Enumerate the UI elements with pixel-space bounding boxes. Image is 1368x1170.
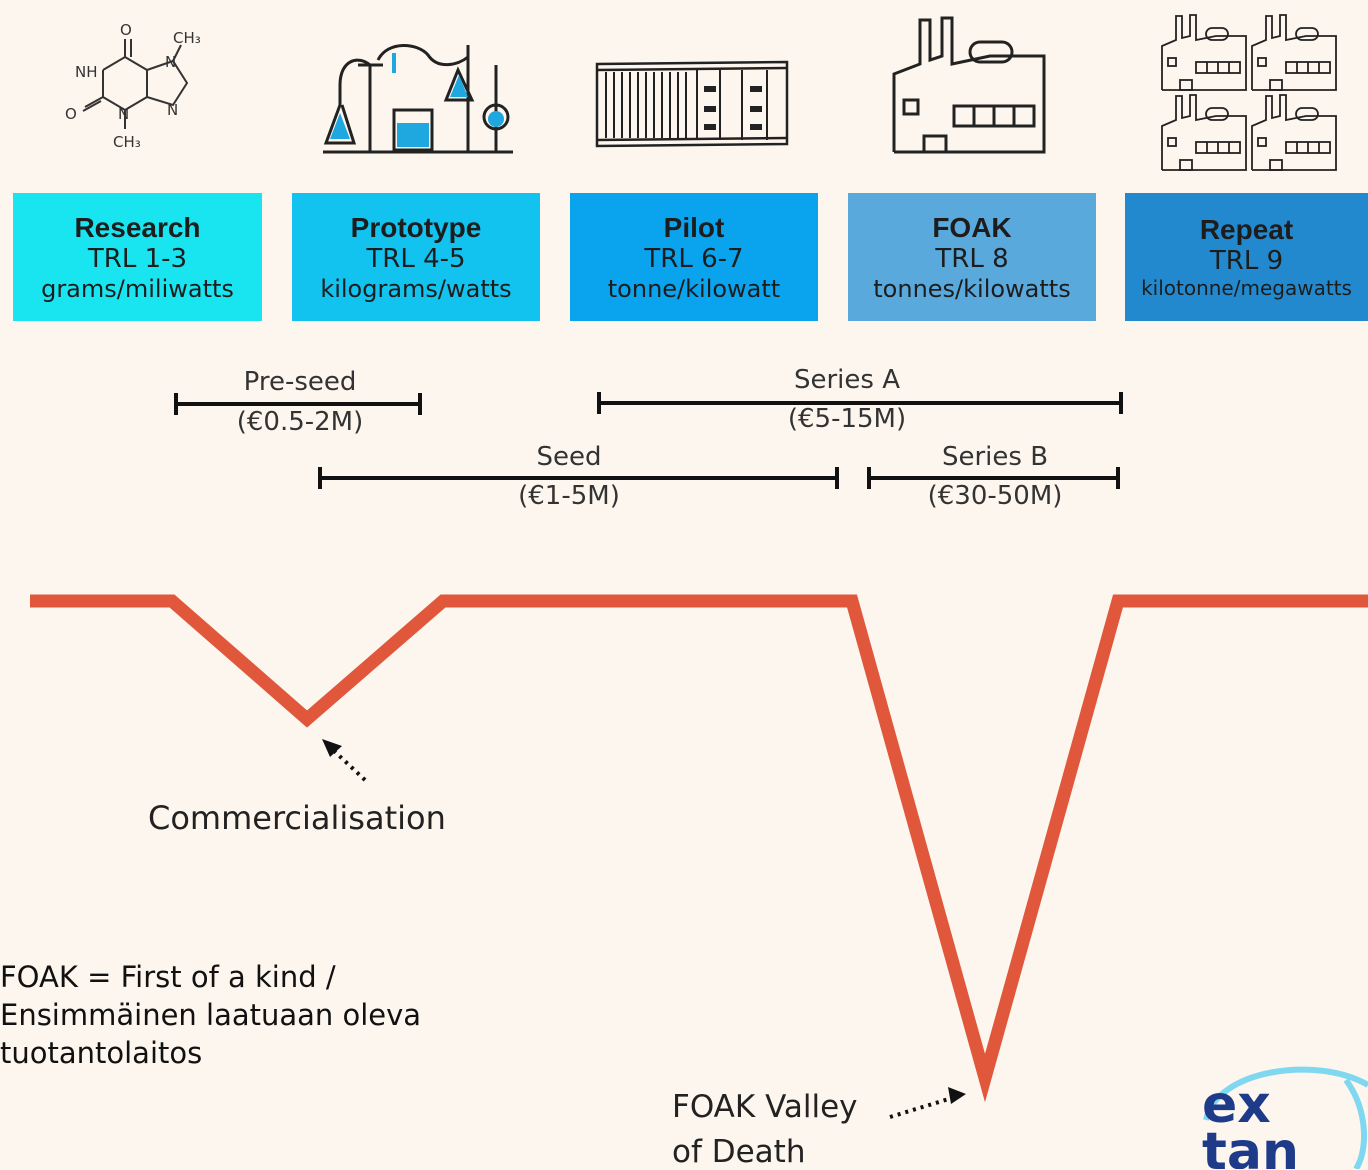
molecule-nh: NH — [75, 63, 98, 81]
stage-name: Prototype — [350, 211, 482, 243]
molecule-icon: O CH₃ NH N N O N CH₃ — [65, 21, 201, 151]
stage-trl: TRL 8 — [935, 244, 1009, 275]
molecule-o-top: O — [120, 21, 132, 39]
logo-text-tan: tan — [1202, 1122, 1299, 1169]
stage-prototype: Prototype TRL 4-5 kilograms/watts — [292, 193, 540, 321]
factory-icon — [892, 16, 1046, 154]
molecule-n-top: N — [165, 53, 176, 71]
stage-scale: tonnes/kilowatts — [873, 274, 1071, 303]
extan-logo: ex tan — [1202, 1066, 1368, 1169]
molecule-n-bottom: N — [118, 105, 129, 123]
foak-def-line2: Ensimmäinen laatuaan oleva — [0, 998, 422, 1032]
stage-repeat: Repeat TRL 9 kilotonne/megawatts — [1125, 193, 1368, 321]
valley-arrow — [889, 1087, 966, 1119]
funding-bars — [174, 392, 1123, 489]
series-a-name: Series A — [793, 365, 900, 395]
series-b-bar — [867, 467, 1120, 489]
stage-scale: kilograms/watts — [320, 274, 512, 303]
valley-label-line2: of Death — [672, 1134, 806, 1170]
stage-foak: FOAK TRL 8 tonnes/kilowatts — [848, 193, 1096, 321]
pre-seed-amount: (€0.5-2M) — [236, 407, 364, 437]
series-a-amount: (€5-15M) — [787, 404, 907, 434]
seed-name: Seed — [536, 442, 602, 472]
stage-name: Repeat — [1199, 214, 1294, 246]
stage-name: Pilot — [663, 211, 725, 243]
stage-scale: kilotonne/megawatts — [1141, 276, 1352, 301]
valley-curve-line — [30, 594, 1368, 1103]
stage-trl: TRL 1-3 — [87, 244, 188, 275]
stage-name: Research — [74, 211, 201, 243]
valley-label-line1: FOAK Valley — [672, 1089, 858, 1125]
commercialisation-label: Commercialisation — [148, 799, 446, 837]
logo-text-ex: ex — [1202, 1075, 1271, 1135]
stage-scale: grams/miliwatts — [41, 274, 234, 303]
series-a-bar — [597, 392, 1123, 414]
foak-definition: FOAK = First of a kind / Ensimmäinen laa… — [0, 958, 421, 1072]
pre-seed-bar — [174, 393, 422, 415]
stage-scale: tonne/kilowatt — [607, 274, 781, 303]
molecule-ch3-bottom: CH₃ — [113, 133, 141, 151]
pre-seed-name: Pre-seed — [243, 367, 357, 397]
stage-trl: TRL 9 — [1209, 246, 1284, 277]
molecule-o-left: O — [65, 105, 77, 123]
molecule-ch3-top: CH₃ — [173, 29, 201, 47]
commercialisation-arrow — [322, 739, 367, 782]
stage-trl: TRL 6-7 — [644, 244, 744, 275]
seed-amount: (€1-5M) — [518, 481, 620, 511]
container-icon — [595, 60, 789, 148]
series-b-name: Series B — [941, 442, 1049, 472]
stage-pilot: Pilot TRL 6-7 tonne/kilowatt — [570, 193, 818, 321]
molecule-n-right: N — [167, 101, 178, 119]
lab-glassware-icon — [323, 44, 513, 154]
foak-def-line3: tuotantolaitos — [0, 1036, 203, 1070]
stage-research: Research TRL 1-3 grams/miliwatts — [13, 193, 262, 321]
stage-trl: TRL 4-5 — [366, 244, 466, 275]
foak-def-line1: FOAK = First of a kind / — [0, 960, 336, 994]
series-b-amount: (€30-50M) — [927, 481, 1063, 511]
seed-bar — [318, 467, 839, 489]
stage-name: FOAK — [932, 211, 1012, 243]
